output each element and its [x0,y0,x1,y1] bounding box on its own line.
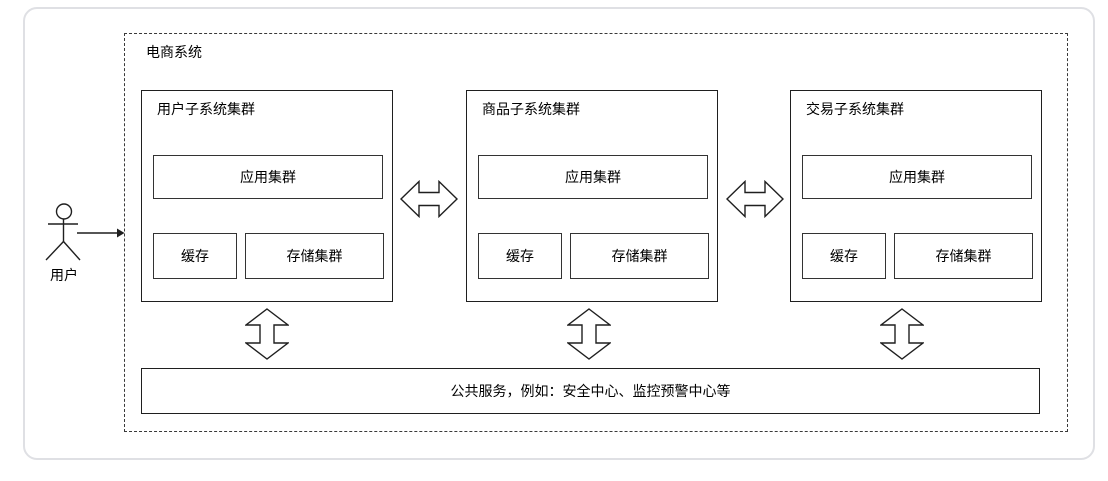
system-boundary-label: 电商系统 [146,44,202,60]
cluster-title: 用户子系统集群 [157,101,255,117]
app-cluster-box: 应用集群 [478,155,708,199]
double-arrow-horizontal-icon [400,180,458,218]
cluster-title: 商品子系统集群 [482,101,580,117]
user-actor-icon [45,203,81,261]
double-arrow-vertical-icon [880,308,924,360]
cluster-trade-subsystem: 交易子系统集群 应用集群 缓存 存储集群 [790,90,1042,302]
storage-cluster-box: 存储集群 [570,233,709,279]
storage-cluster-box: 存储集群 [245,233,384,279]
double-arrow-vertical-icon [567,308,611,360]
cache-box: 缓存 [478,233,562,279]
cluster-product-subsystem: 商品子系统集群 应用集群 缓存 存储集群 [466,90,718,302]
cluster-user-subsystem: 用户子系统集群 应用集群 缓存 存储集群 [141,90,393,302]
storage-cluster-box: 存储集群 [894,233,1033,279]
cache-box: 缓存 [802,233,886,279]
cluster-title: 交易子系统集群 [806,101,904,117]
user-to-system-arrow-icon [77,228,125,238]
actor-label: 用户 [50,267,78,283]
common-services-box: 公共服务，例如：安全中心、监控预警中心等 [141,368,1040,414]
system-boundary [124,33,1068,432]
double-arrow-horizontal-icon [726,180,784,218]
app-cluster-box: 应用集群 [153,155,383,199]
app-cluster-box: 应用集群 [802,155,1032,199]
cache-box: 缓存 [153,233,237,279]
double-arrow-vertical-icon [245,308,289,360]
